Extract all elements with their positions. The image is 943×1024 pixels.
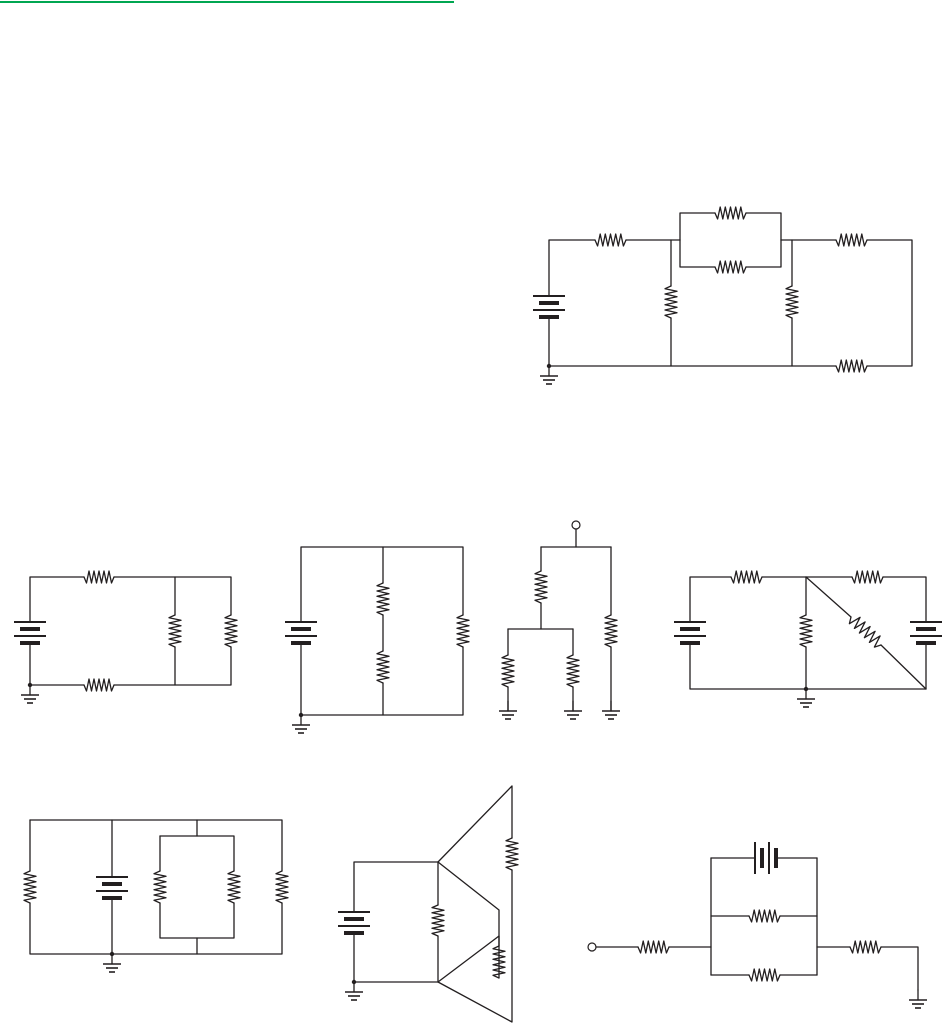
ground-symbol <box>602 701 620 719</box>
resistor <box>457 615 469 647</box>
battery <box>755 842 776 874</box>
ground-symbol <box>345 982 363 1000</box>
wire <box>30 820 282 871</box>
ground-symbol <box>540 366 558 384</box>
wire <box>680 213 715 240</box>
resistor <box>852 571 883 583</box>
ground-symbol <box>797 689 815 707</box>
wire <box>438 862 499 946</box>
resistor <box>638 941 669 953</box>
ground-symbol <box>103 954 121 972</box>
resistor <box>84 571 114 583</box>
resistor <box>567 655 579 687</box>
resistor <box>169 615 181 647</box>
circuit-4-grounded-resistor-tree <box>499 521 620 719</box>
circuit-3-series-parallel-ladder <box>285 547 469 733</box>
wire <box>549 240 595 296</box>
resistor <box>731 571 762 583</box>
wire <box>30 577 84 622</box>
circuit-7-crossed-network <box>338 786 518 1022</box>
resistor <box>800 615 812 647</box>
resistor <box>749 969 780 981</box>
wire <box>746 213 781 240</box>
resistor <box>276 871 288 903</box>
terminal <box>572 521 580 529</box>
wire <box>438 936 499 982</box>
wire <box>30 903 282 954</box>
battery <box>533 296 565 317</box>
wire <box>881 645 926 689</box>
wire <box>867 240 912 366</box>
wire <box>438 786 512 862</box>
circuit-8-terminal-to-ground-network <box>588 842 927 1008</box>
resistor <box>506 838 518 870</box>
wire <box>883 577 926 621</box>
circuit-5-two-source-network <box>674 571 942 707</box>
resistor <box>84 679 114 691</box>
battery <box>285 622 317 643</box>
wire <box>354 934 438 982</box>
resistor <box>24 871 36 903</box>
battery <box>338 912 370 933</box>
resistor <box>850 941 881 953</box>
ground-symbol <box>499 701 517 719</box>
circuit-1-series-parallel-network <box>533 207 912 384</box>
wire <box>30 642 84 685</box>
wire <box>690 577 731 622</box>
resistor <box>595 234 626 246</box>
resistor <box>432 905 444 936</box>
wire <box>114 647 231 685</box>
circuit-6-source-with-parallel-block <box>24 820 288 972</box>
resistor <box>225 615 237 647</box>
resistor <box>836 234 867 246</box>
resistor <box>535 571 547 603</box>
resistor <box>502 655 514 687</box>
resistor <box>605 615 617 647</box>
resistor <box>715 207 746 219</box>
wire <box>438 870 512 1022</box>
wire <box>690 642 926 689</box>
battery <box>14 622 46 643</box>
wire <box>301 642 463 715</box>
wire <box>680 240 715 267</box>
resistor <box>228 871 240 903</box>
resistor <box>154 871 166 903</box>
wire <box>160 903 234 938</box>
resistor <box>836 360 867 372</box>
wire <box>806 577 851 617</box>
resistor <box>377 583 389 615</box>
wire <box>114 577 231 615</box>
terminal <box>588 943 596 951</box>
resistor <box>786 286 798 318</box>
battery <box>96 877 128 898</box>
ground-symbol <box>292 715 310 733</box>
resistor <box>377 651 389 683</box>
circuit-2-two-parallel-branches <box>14 571 237 703</box>
wire <box>354 862 438 912</box>
resistor <box>749 910 780 922</box>
wire <box>160 836 234 871</box>
wire <box>549 318 836 366</box>
resistor <box>849 617 881 647</box>
battery <box>910 622 942 643</box>
resistor <box>665 286 677 318</box>
resistor <box>715 261 746 273</box>
battery <box>674 622 706 643</box>
wire <box>881 947 918 990</box>
ground-symbol <box>21 685 39 703</box>
wire <box>746 240 781 267</box>
ground-symbol <box>909 990 927 1008</box>
ground-symbol <box>564 701 582 719</box>
